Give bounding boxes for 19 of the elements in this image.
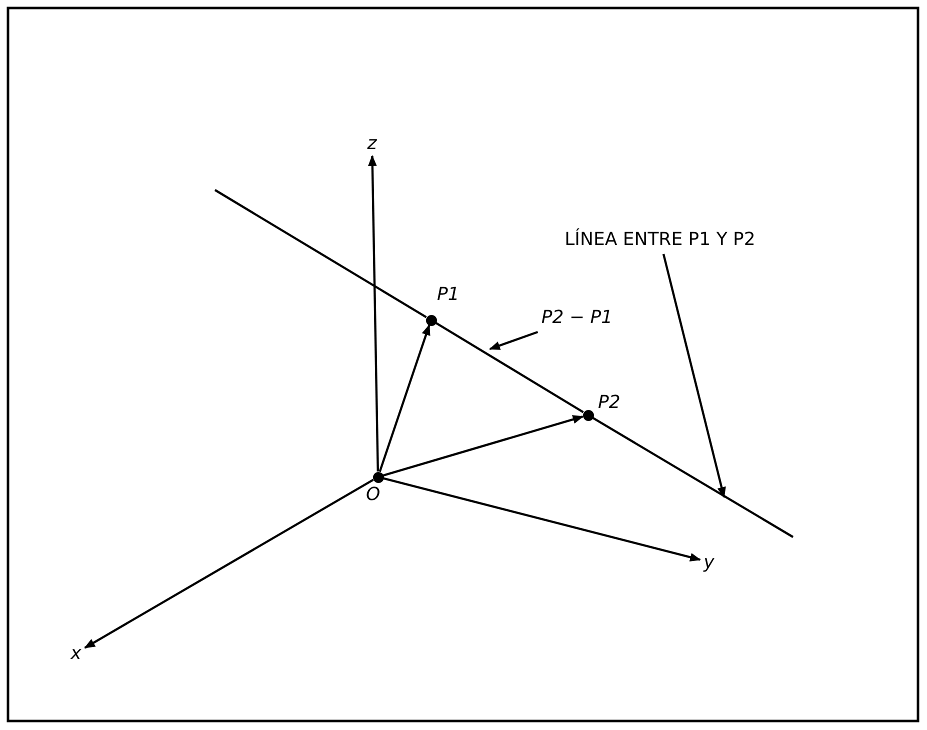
vector-arrow (84, 478, 374, 649)
point-label: P1 (437, 284, 460, 306)
point-label: O (366, 484, 380, 506)
point-label: P2 (598, 392, 620, 414)
axis-label: x (69, 642, 83, 664)
line-segment (435, 322, 584, 414)
point-dot (372, 472, 384, 482)
leader-arrow (488, 330, 538, 350)
point-dot (582, 410, 594, 420)
vector-arrow (383, 477, 702, 562)
callout-text: P2 − P1 (528, 306, 626, 330)
leader-arrow (662, 254, 726, 498)
vector-arrow (378, 324, 430, 472)
vector-arrow (368, 154, 379, 472)
point-dot (426, 314, 436, 326)
callout-text: LÍNEA ENTRE P1 Y P2 (544, 228, 776, 252)
axis-label: y (702, 551, 716, 573)
vector-arrow (382, 415, 584, 476)
axis-label: z (365, 132, 379, 154)
